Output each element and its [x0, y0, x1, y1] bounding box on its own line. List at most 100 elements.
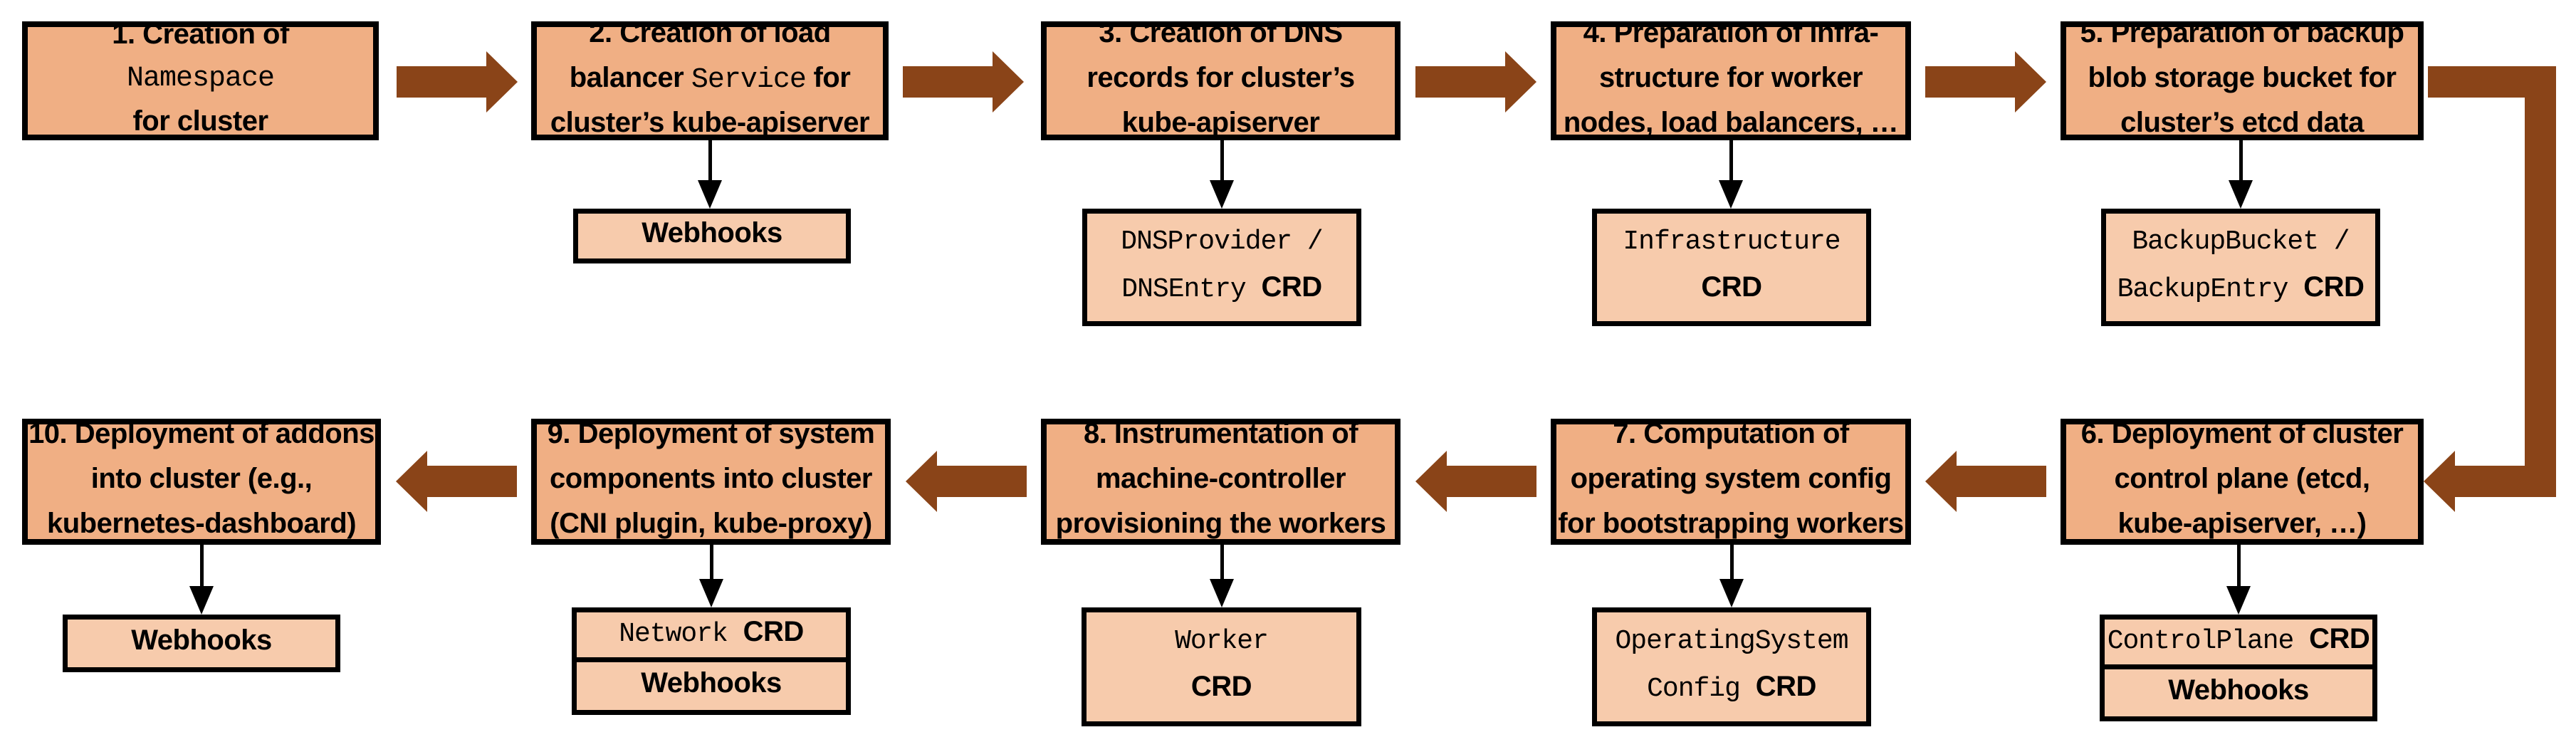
- connector-arrow-step3-dns-crd: [1220, 140, 1224, 183]
- webhooks-box-under-step2: Webhooks: [573, 209, 851, 263]
- text-line: CRD: [1191, 666, 1252, 714]
- label-text: (CNI plugin, kube-proxy): [550, 508, 872, 539]
- text-line: 3. Creation of DNS: [1099, 14, 1343, 58]
- label-text: 9. Deployment of system: [547, 418, 875, 449]
- flow-arrow-step7-to-step8-head: [1415, 451, 1447, 512]
- step-5-box: 5. Preparation of backup blob storage buc…: [2061, 17, 2424, 140]
- resource-name-text: OperatingSystem: [1615, 625, 1848, 657]
- text-line: kubernetes-dashboard): [47, 504, 357, 549]
- label-text: for: [805, 62, 851, 93]
- connector-arrow-step8-worker-crd: [1220, 545, 1224, 582]
- text-line: blob storage bucket for: [2088, 58, 2397, 103]
- connector-arrow-step10-webhooks-head: [189, 586, 214, 615]
- text-line: 2. Creation of load: [589, 14, 831, 58]
- backupbucket-backupentry-crd-box: BackupBucket / BackupEntry CRD: [2101, 209, 2380, 326]
- text-line: balancer Service for: [570, 58, 851, 103]
- text-line: Infrastructure: [1623, 221, 1841, 266]
- text-line: Worker: [1175, 621, 1269, 666]
- resource-name-text: Service: [691, 64, 807, 96]
- text-line: provisioning the workers: [1056, 504, 1386, 549]
- text-line: for bootstrapping workers: [1558, 504, 1904, 549]
- label-text: records for cluster’s: [1087, 62, 1355, 93]
- resource-name-text: BackupEntry: [2117, 273, 2304, 305]
- text-line: kube-apiserver: [1122, 103, 1320, 148]
- label-text: 8. Instrumentation of: [1083, 418, 1358, 449]
- label-text: 4. Preparation of infra-: [1583, 17, 1879, 48]
- flow-arrow-step2-to-step3-head: [993, 51, 1024, 113]
- connector-arrow-step9-network-crd: [710, 545, 713, 582]
- label-text: machine-controller: [1095, 463, 1346, 494]
- connector-arrow-step5-backup-crd-head: [2229, 180, 2253, 209]
- text-line: into cluster (e.g.,: [91, 459, 313, 504]
- text-line: Webhooks: [642, 212, 782, 260]
- text-line: components into cluster: [550, 459, 873, 504]
- text-line: 8. Instrumentation of: [1084, 414, 1358, 459]
- text-line: DNSProvider /: [1121, 221, 1323, 266]
- connector-arrow-step2-webhooks-head: [698, 180, 722, 209]
- text-line: records for cluster’s: [1087, 58, 1355, 103]
- resource-name-text: Worker: [1175, 625, 1269, 657]
- label-text: CRD: [743, 616, 805, 647]
- label-text: components into cluster: [550, 463, 873, 494]
- label-text: structure for worker: [1598, 62, 1863, 93]
- label-text: blob storage bucket for: [2088, 62, 2397, 93]
- step-3-box: 3. Creation of DNS records for cluster’s k…: [1041, 17, 1400, 140]
- label-text: nodes, load balancers, …: [1563, 107, 1899, 138]
- flow-arrow-step5-to-step6-segment-2: [2525, 66, 2556, 497]
- connector-arrow-step4-infrastructure-crd-head: [1719, 180, 1743, 209]
- flow-arrow-step1-to-step2-head: [486, 51, 518, 113]
- text-line: 6. Deployment of cluster: [2081, 414, 2404, 459]
- label-text: CRD: [1755, 670, 1817, 702]
- step-2-box: 2. Creation of load balancer Service for c…: [531, 17, 889, 140]
- label-text: 5. Preparation of backup: [2080, 17, 2404, 48]
- flow-arrow-step3-to-step4-head: [1505, 51, 1536, 113]
- label-text: CRD: [2303, 271, 2365, 303]
- label-text: Webhooks: [2168, 674, 2309, 706]
- flow-arrow-step4-to-step5: [1925, 66, 2015, 98]
- text-line: 1. Creation of: [112, 15, 289, 60]
- flow-arrow-step4-to-step5-head: [2015, 51, 2046, 113]
- label-text: operating system config: [1570, 463, 1892, 494]
- flow-arrow-step7-to-step8: [1447, 466, 1536, 497]
- resource-name-text: DNSProvider /: [1121, 226, 1323, 257]
- connector-arrow-step6-controlplane-crd-head: [2226, 586, 2251, 615]
- connector-arrow-step7-osc-crd: [1730, 545, 1734, 582]
- connector-arrow-step6-controlplane-crd: [2237, 545, 2241, 589]
- label-text: kube-apiserver, …): [2117, 508, 2367, 539]
- flow-arrow-step3-to-step4: [1415, 66, 1505, 98]
- text-line: DNSEntry CRD: [1121, 266, 1323, 314]
- text-line: BackupEntry CRD: [2117, 266, 2365, 314]
- label-text: CRD: [1261, 271, 1323, 303]
- text-line: 9. Deployment of system: [548, 414, 875, 459]
- dnsprovider-dnsentry-crd-box: DNSProvider / DNSEntry CRD: [1082, 209, 1361, 326]
- flow-arrow-step8-to-step9-head: [906, 451, 937, 512]
- text-line: CRD: [1701, 266, 1762, 314]
- text-line: BackupBucket /: [2132, 221, 2350, 266]
- text-line: ControlPlane CRD: [2108, 618, 2370, 666]
- text-line: Namespace: [127, 60, 275, 102]
- label-text: cluster’s etcd data: [2120, 107, 2364, 138]
- flow-arrow-step1-to-step2: [397, 66, 486, 98]
- text-line: kube-apiserver, …): [2118, 504, 2367, 549]
- text-line: Config CRD: [1647, 666, 1816, 714]
- text-line: Webhooks: [2168, 669, 2309, 717]
- label-text: Webhooks: [642, 217, 782, 249]
- label-text: 2. Creation of load: [589, 17, 831, 48]
- flow-arrow-step5-to-step6-head: [2424, 451, 2455, 512]
- label-text: for bootstrapping workers: [1558, 508, 1904, 539]
- text-line: 7. Computation of: [1613, 414, 1849, 459]
- resource-name-text: Config: [1647, 673, 1756, 704]
- resource-name-text: BackupBucket /: [2132, 226, 2350, 257]
- resource-name-text: DNSEntry: [1121, 273, 1262, 305]
- webhooks-box-under-step9: Webhooks: [572, 657, 851, 715]
- label-text: CRD: [1701, 271, 1762, 303]
- label-text: kube-apiserver: [1121, 107, 1320, 138]
- webhooks-box-under-step10: Webhooks: [63, 615, 340, 672]
- label-text: cluster’s kube-apiserver: [550, 107, 870, 138]
- connector-arrow-step2-webhooks: [708, 140, 712, 183]
- resource-name-text: Infrastructure: [1623, 226, 1841, 257]
